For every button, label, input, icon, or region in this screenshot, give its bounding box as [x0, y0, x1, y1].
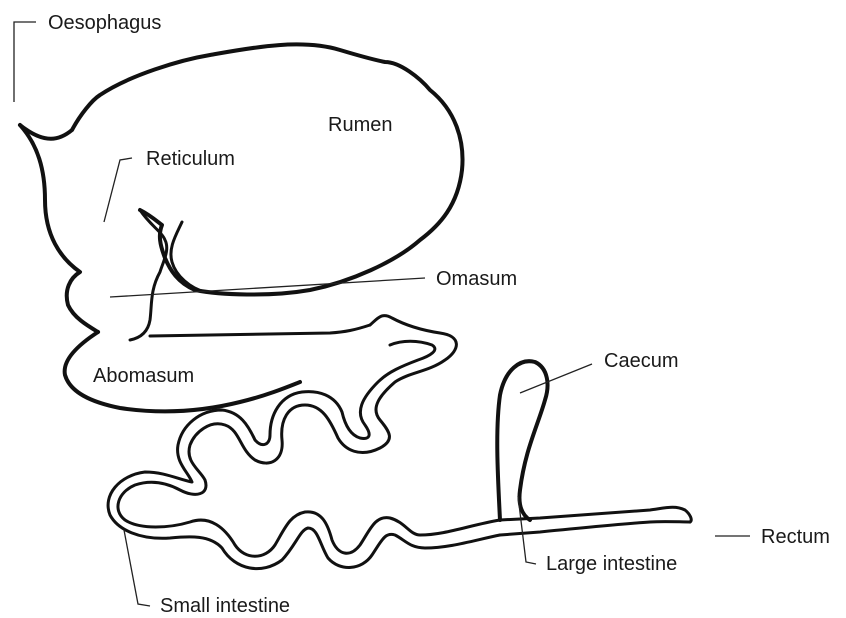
abomasum-top [150, 325, 370, 336]
label-omasum: Omasum [436, 268, 517, 290]
large-intestine-lower [500, 522, 690, 535]
label-oesophagus: Oesophagus [48, 12, 161, 34]
label-reticulum: Reticulum [146, 148, 235, 170]
label-small-intestine: Small intestine [160, 595, 290, 617]
caecum-leader [520, 364, 592, 393]
reticulum-leader [104, 158, 132, 222]
oesophagus-leader [14, 22, 36, 102]
label-large-intestine: Large intestine [546, 553, 677, 575]
label-caecum: Caecum [604, 350, 678, 372]
reticulum-outline [20, 125, 98, 332]
small-intestine-outer [118, 316, 500, 557]
label-rectum: Rectum [761, 526, 830, 548]
large-intestine-upper [500, 507, 691, 522]
rumen-outline [20, 44, 463, 294]
small-intestine-leader [124, 530, 150, 606]
label-abomasum: Abomasum [93, 365, 194, 387]
omasum-fold [171, 222, 205, 292]
label-rumen: Rumen [328, 114, 392, 136]
